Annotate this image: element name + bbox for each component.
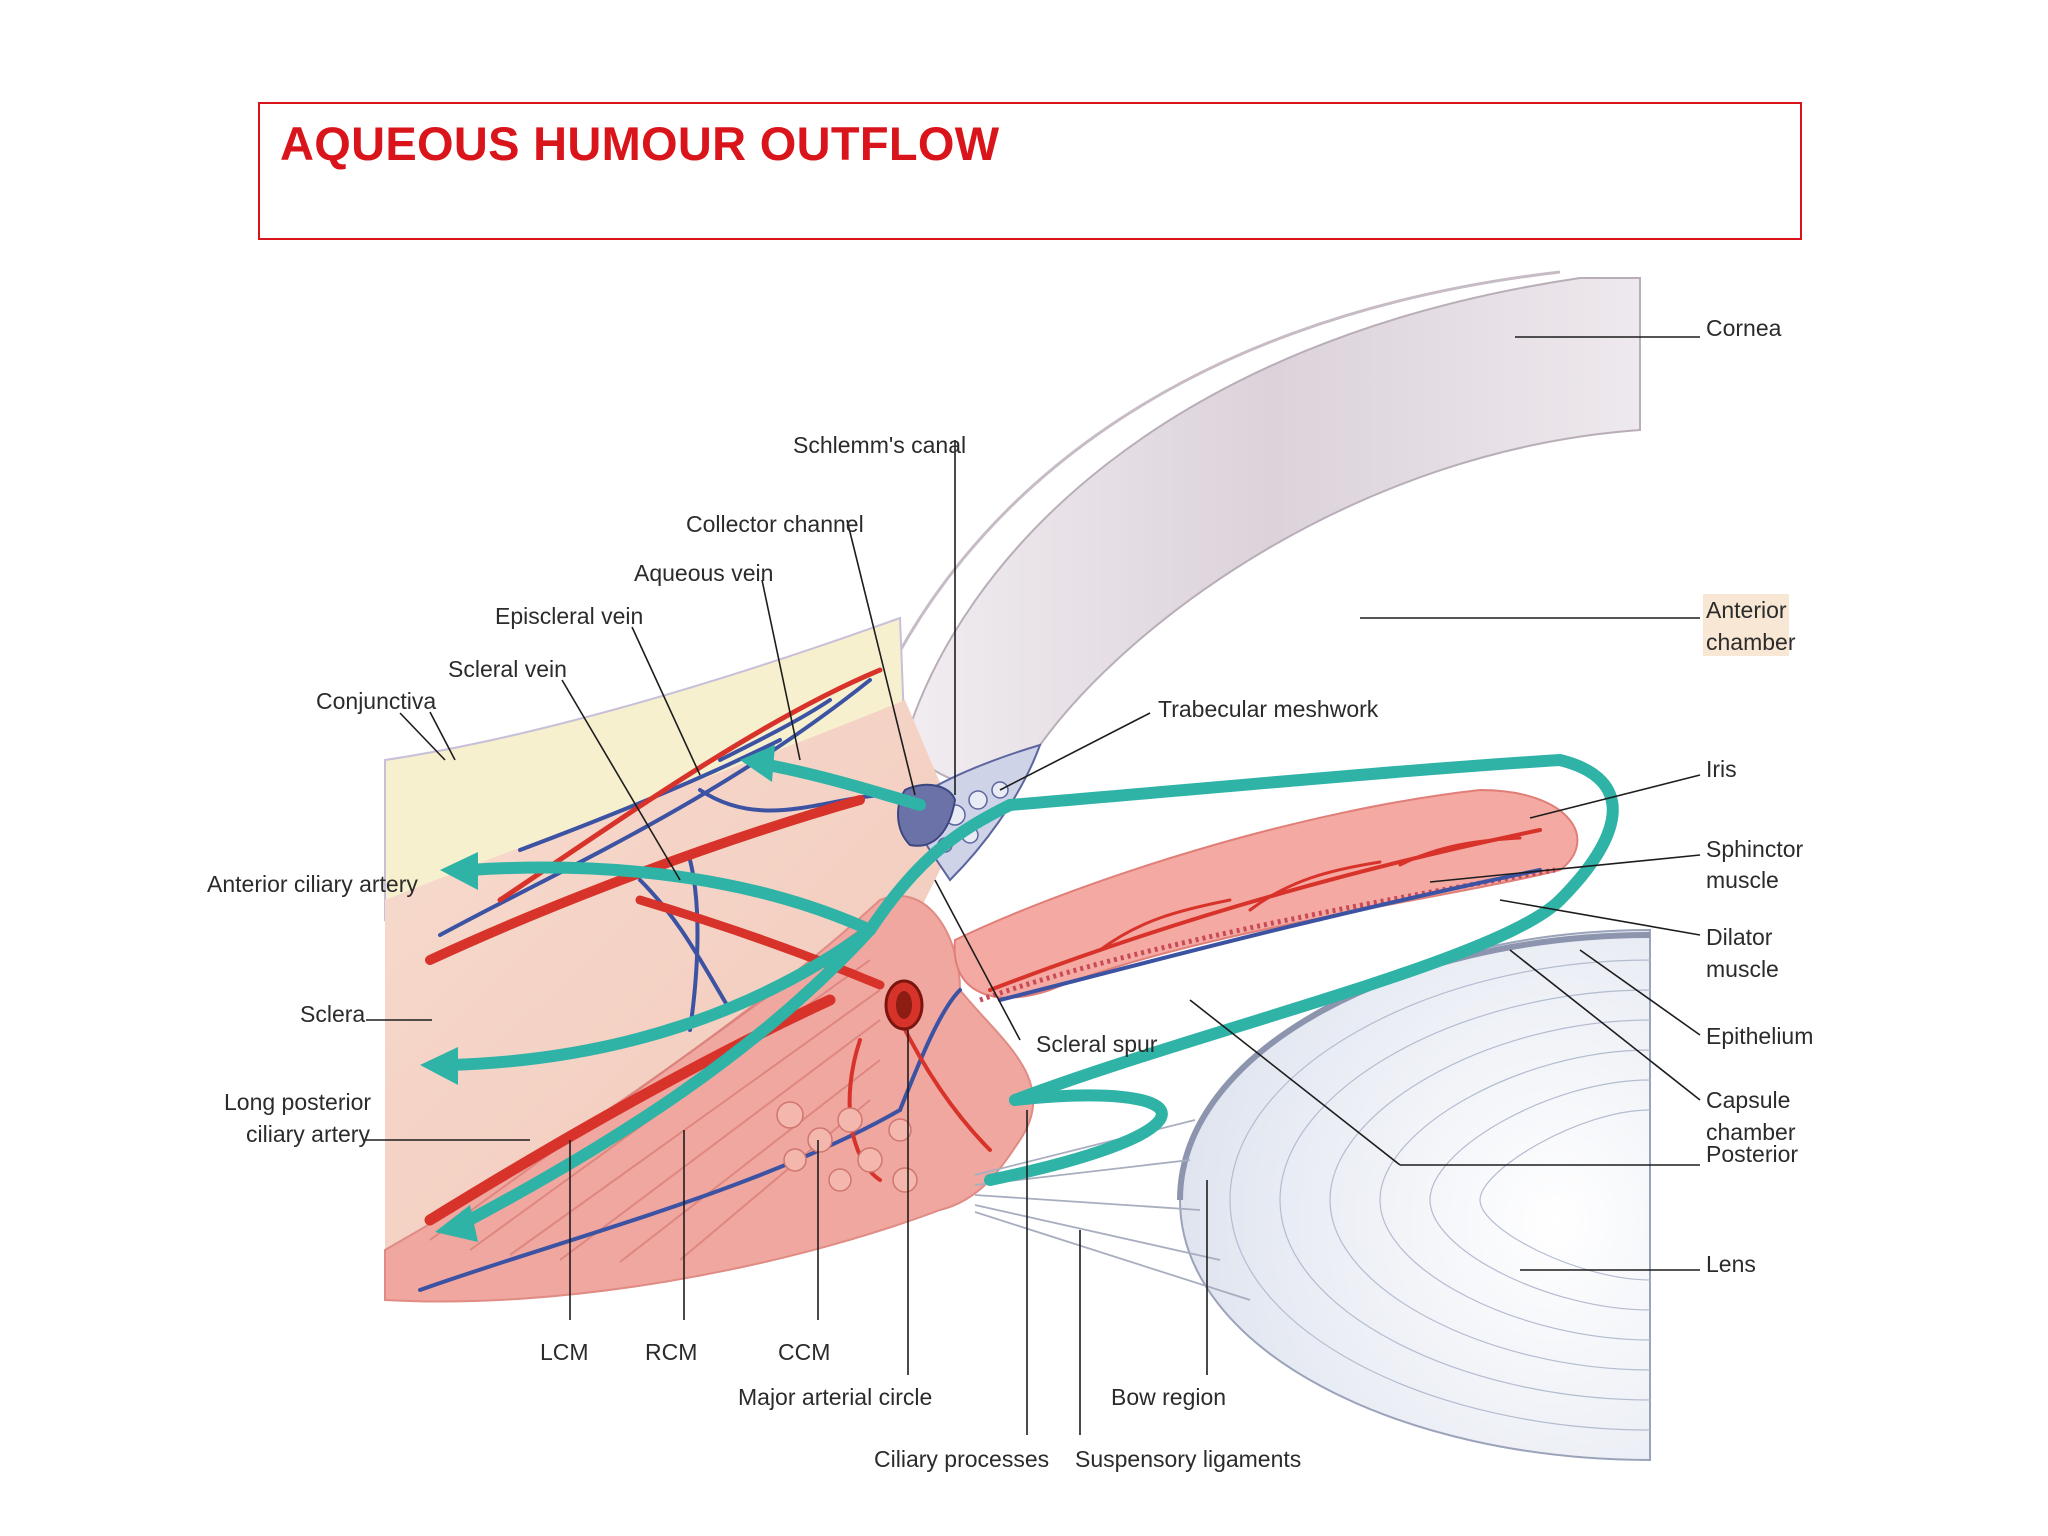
label-iris: Iris [1706,756,1737,782]
label-schlemms-canal: Schlemm's canal [793,432,966,458]
leader-lines [366,336,1701,1435]
label-conjunctiva: Conjunctiva [316,688,436,714]
label-sphincter-line1: Sphinctor [1706,836,1804,862]
label-sphincter-line2: muscle [1706,867,1779,893]
label-collector-channel: Collector channel [686,511,864,537]
label-anterior-chamber-line2: chamber [1706,629,1796,655]
label-long-posterior-line2: ciliary artery [246,1121,370,1147]
page-title: AQUEOUS HUMOUR OUTFLOW [280,117,1000,170]
label-bow-region: Bow region [1111,1384,1226,1410]
label-capsule: Capsule [1706,1087,1790,1113]
label-dilator-line1: Dilator [1706,924,1773,950]
label-aqueous-vein: Aqueous vein [634,560,773,586]
label-sclera: Sclera [300,1001,365,1027]
outflow-arrowheads [420,745,775,1242]
label-trabecular-meshwork: Trabecular meshwork [1158,696,1379,722]
label-ciliary-processes: Ciliary processes [874,1446,1049,1472]
title-box: AQUEOUS HUMOUR OUTFLOW [258,102,1802,240]
lens-fibres [1229,959,1651,1431]
label-cornea: Cornea [1706,315,1782,341]
cornea-outer-curve [878,270,1561,691]
label-rcm: RCM [645,1339,697,1365]
label-episcleral-vein: Episcleral vein [495,603,643,629]
label-scleral-vein: Scleral vein [448,656,567,682]
label-anterior-ciliary-artery: Anterior ciliary artery [207,871,418,897]
label-long-posterior-line1: Long posterior [224,1089,371,1115]
anterior-chamber-label-highlight [1703,594,1789,656]
label-lcm: LCM [540,1339,589,1365]
ciliary-process-cells [776,1101,918,1193]
label-major-arterial-circle: Major arterial circle [738,1384,932,1410]
label-suspensory-ligaments: Suspensory ligaments [1075,1446,1301,1472]
label-dilator-line2: muscle [1706,956,1779,982]
label-posterior-chamber-line2: Posterior [1706,1141,1798,1167]
label-scleral-spur: Scleral spur [1036,1031,1158,1057]
label-lens: Lens [1706,1251,1756,1277]
label-posterior-chamber-line1: chamber [1706,1119,1796,1145]
sclera-shape [385,700,960,1250]
diagram-labels: Cornea Anterior chamber Schlemm's canal … [207,315,1813,1472]
aqueous-outflow-arrows [444,753,1619,1231]
label-epithelium: Epithelium [1706,1023,1813,1049]
label-anterior-chamber-line1: Anterior [1706,597,1787,623]
major-arterial-circle-lumen [896,991,912,1019]
lens-capsule-band [1177,932,1651,1201]
label-ccm: CCM [778,1339,830,1365]
